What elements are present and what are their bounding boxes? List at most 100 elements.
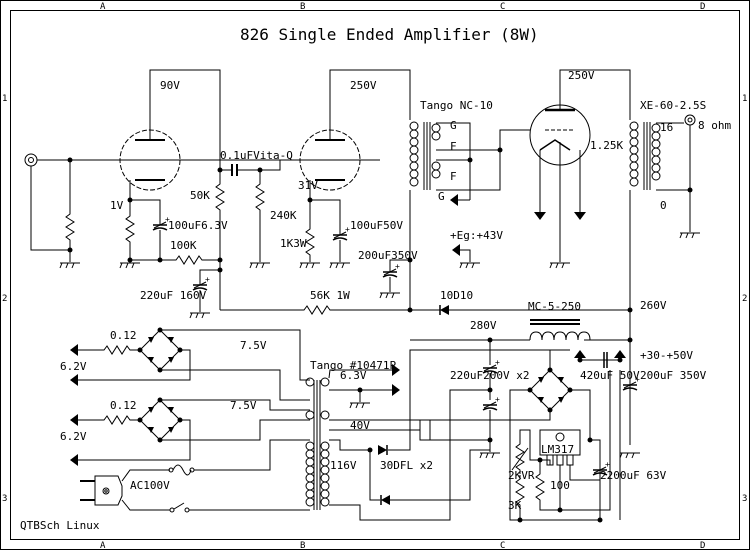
transformer-icon <box>629 121 661 190</box>
arrow-terminal-icon <box>70 344 78 356</box>
capacitor-icon <box>382 261 401 278</box>
label-r-012-a: 0.12 <box>110 329 137 342</box>
label-v-75-a: 7.5V <box>240 339 267 352</box>
input-jack <box>24 153 38 167</box>
resistor-icon <box>99 345 135 355</box>
schematic-title: 826 Single Ended Amplifier (8W) <box>240 25 539 44</box>
label-b-260v: 260V <box>640 299 667 312</box>
arrow-terminal-icon <box>574 212 586 220</box>
diode-icon <box>168 357 174 363</box>
resistor-icon <box>171 255 207 265</box>
diode-icon <box>439 304 450 316</box>
arrow-terminal-icon <box>452 244 460 256</box>
resistor-icon <box>125 211 135 247</box>
label-c-100uf-50v: 100uF50V <box>350 219 403 232</box>
diode-icon <box>168 427 174 433</box>
diode-icon <box>148 337 154 343</box>
label-c-220uf-200v: 220uF200V x2 <box>450 369 529 382</box>
label-r-240k: 240K <box>270 209 297 222</box>
fuse-icon <box>168 464 195 476</box>
potentiometer-icon[interactable] <box>511 439 529 475</box>
label-v-63: 6.3V <box>340 369 367 382</box>
label-c-200uf-350v-b: 200uF 350V <box>640 369 707 382</box>
diode-icon <box>148 427 154 433</box>
label-filament-r: 1.25K <box>590 139 623 152</box>
label-c-220uf-160v: 220uF 160V <box>140 289 207 302</box>
resistor-icon <box>99 415 135 425</box>
label-it-g2: G <box>438 190 445 203</box>
label-v1-cathode: 1V <box>110 199 124 212</box>
ac-plug-icon <box>80 475 123 506</box>
ground-icon <box>479 452 501 459</box>
diode-icon <box>380 494 391 506</box>
diode-icon <box>168 407 174 413</box>
label-it-f1: F <box>450 140 457 153</box>
label-speaker: 8 ohm <box>698 119 731 132</box>
label-r-56k: 56K 1W <box>310 289 350 302</box>
grid-row-right-3: 3 <box>742 494 747 504</box>
label-r-100k: 100K <box>170 239 197 252</box>
arrow-terminal-icon <box>70 414 78 426</box>
label-c-100uf-63v: 100uF6.3V <box>168 219 228 232</box>
label-v1-plate: 90V <box>160 79 180 92</box>
label-ot-tap-16: 16 <box>660 121 673 134</box>
bridge-rectifier-3 <box>527 367 573 413</box>
label-diode-10d10: 10D10 <box>440 289 473 302</box>
grid-col-bottom-d: D <box>700 541 705 550</box>
label-eg-bias: +Eg:+43V <box>450 229 503 242</box>
ground-icon <box>119 262 141 269</box>
label-r-1k3w: 1K3W <box>280 237 307 250</box>
label-v3-plate: 250V <box>568 69 595 82</box>
label-c-200uf-350v: 200uF350V <box>358 249 418 262</box>
label-choke: MC-5-250 <box>528 300 581 313</box>
rca-jack-icon <box>24 153 38 167</box>
diode-icon <box>148 407 154 413</box>
bridge-rectifier-2 <box>137 397 183 443</box>
ground-icon <box>299 262 321 269</box>
grid-row-left-2: 2 <box>2 294 7 304</box>
arrow-terminal-icon <box>70 374 78 386</box>
label-bias-range: +30-+50V <box>640 349 693 362</box>
arrow-terminal-icon <box>392 384 400 396</box>
grid-col-bottom-b: B <box>300 541 305 550</box>
grid-row-right-2: 2 <box>742 294 747 304</box>
grid-col-top-b: B <box>300 2 305 12</box>
grid-row-left-3: 3 <box>2 494 7 504</box>
grid-col-top-d: D <box>700 2 705 12</box>
ground-icon <box>59 262 81 269</box>
resistor-icon <box>305 224 315 260</box>
resistor-icon <box>299 305 335 315</box>
label-v-62-a: 6.2V <box>60 360 87 373</box>
arrow-terminal-icon <box>70 454 78 466</box>
label-v-116: 116V <box>330 459 357 472</box>
ground-icon <box>459 262 481 269</box>
label-regulator: LM317 <box>541 443 574 456</box>
grid-col-top-a: A <box>100 2 106 12</box>
label-ac-input: AC100V <box>130 479 170 492</box>
ground-icon <box>549 262 571 269</box>
ground-icon <box>679 232 701 239</box>
label-c-2200uf: 2200uF 63V <box>600 469 667 482</box>
bridge-rectifier-1 <box>137 327 183 373</box>
label-ot-tap-0: 0 <box>660 199 667 212</box>
ground-icon <box>619 452 641 459</box>
capacitor-icon <box>192 274 211 291</box>
diode-icon <box>538 377 544 383</box>
label-diode-30dfl: 30DFL x2 <box>380 459 433 472</box>
label-coupling-cap: 0.1uFVita-Q <box>220 149 293 162</box>
diode-icon <box>377 444 388 456</box>
resistor-icon <box>65 209 75 245</box>
ground-icon <box>329 262 351 269</box>
label-interstage-transformer: Tango NC-10 <box>420 99 493 112</box>
label-it-f2: F <box>450 170 457 183</box>
diode-icon <box>538 397 544 403</box>
label-power-transformer: Tango #10471P <box>310 359 396 372</box>
ground-icon <box>349 402 371 409</box>
label-v-62-b: 6.2V <box>60 430 87 443</box>
diode-icon <box>168 337 174 343</box>
switch-icon[interactable] <box>169 502 190 513</box>
label-v-40: 40V <box>350 419 370 432</box>
label-c-420uf: 420uF 50V <box>580 369 640 382</box>
arrow-terminal-icon <box>574 350 586 358</box>
